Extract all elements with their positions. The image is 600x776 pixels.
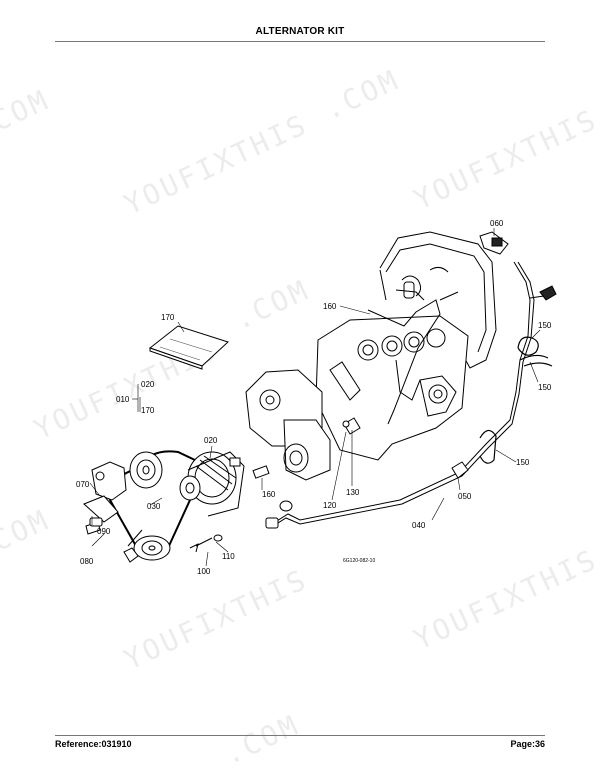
callout-040: 040: [412, 521, 426, 530]
figure-code: 6G120-082-10: [343, 558, 375, 564]
harness-clips: [479, 336, 553, 464]
starter-housing: [245, 369, 331, 481]
watermark-suffix: .COM: [0, 83, 55, 146]
callout-060: 060: [490, 219, 504, 228]
watermark-suffix: .COM: [219, 708, 305, 771]
callout-010: 010: [116, 395, 130, 404]
fan-pulley: [129, 451, 163, 489]
callout-050: 050: [458, 492, 472, 501]
sender-unit: [451, 461, 469, 479]
bolts: [85, 517, 223, 563]
watermark-text: YOUFIXTHIS: [119, 108, 313, 222]
callout-160-shaft: 160: [262, 490, 276, 499]
connector-060: [479, 231, 557, 301]
cable-160: [367, 299, 441, 425]
callout-080: 080: [80, 557, 94, 566]
callout-160: 160: [323, 302, 337, 311]
watermark-text: YOUFIXTHIS: [409, 543, 600, 657]
callout-150-upper: 150: [538, 321, 552, 330]
reference-number: Reference:031910: [55, 739, 132, 749]
shaft-spacer: [252, 465, 270, 479]
page-title: ALTERNATOR KIT: [255, 26, 345, 37]
watermark-text: YOUFIXTHIS: [409, 103, 600, 217]
callout-030: 030: [147, 502, 161, 511]
watermark-suffix: .COM: [319, 63, 405, 126]
kit-bracket: [132, 384, 139, 412]
callout-100: 100: [197, 567, 211, 576]
footer-rule: [55, 735, 545, 736]
callout-labels: 170 020 010 170 020 070 030 090 080 100 …: [76, 219, 552, 576]
watermark-suffix: .COM: [0, 503, 55, 566]
callout-130: 130: [346, 488, 360, 497]
callout-150-mid: 150: [538, 383, 552, 392]
wiring-harness: [265, 261, 535, 529]
page-number: Page:36: [510, 739, 545, 749]
callout-090: 090: [97, 527, 111, 536]
callout-110: 110: [222, 552, 235, 561]
callout-150-lower: 150: [516, 458, 530, 467]
instruction-manual: [148, 325, 229, 370]
callout-020-kit: 020: [141, 380, 155, 389]
callout-120: 120: [323, 501, 337, 510]
water-pump-bracket: [83, 461, 127, 523]
leader-lines: [89, 228, 541, 567]
callout-020: 020: [204, 436, 218, 445]
alternator: [179, 451, 245, 517]
sensor-parts: [342, 417, 361, 435]
callout-070: 070: [76, 480, 90, 489]
callout-170: 170: [161, 313, 175, 322]
watermark-suffix: .COM: [229, 273, 315, 336]
header-rule: [55, 41, 545, 42]
watermark-text: YOUFIXTHIS: [119, 563, 313, 677]
crank-pulley: [133, 535, 171, 561]
callout-170-kit: 170: [141, 406, 155, 415]
